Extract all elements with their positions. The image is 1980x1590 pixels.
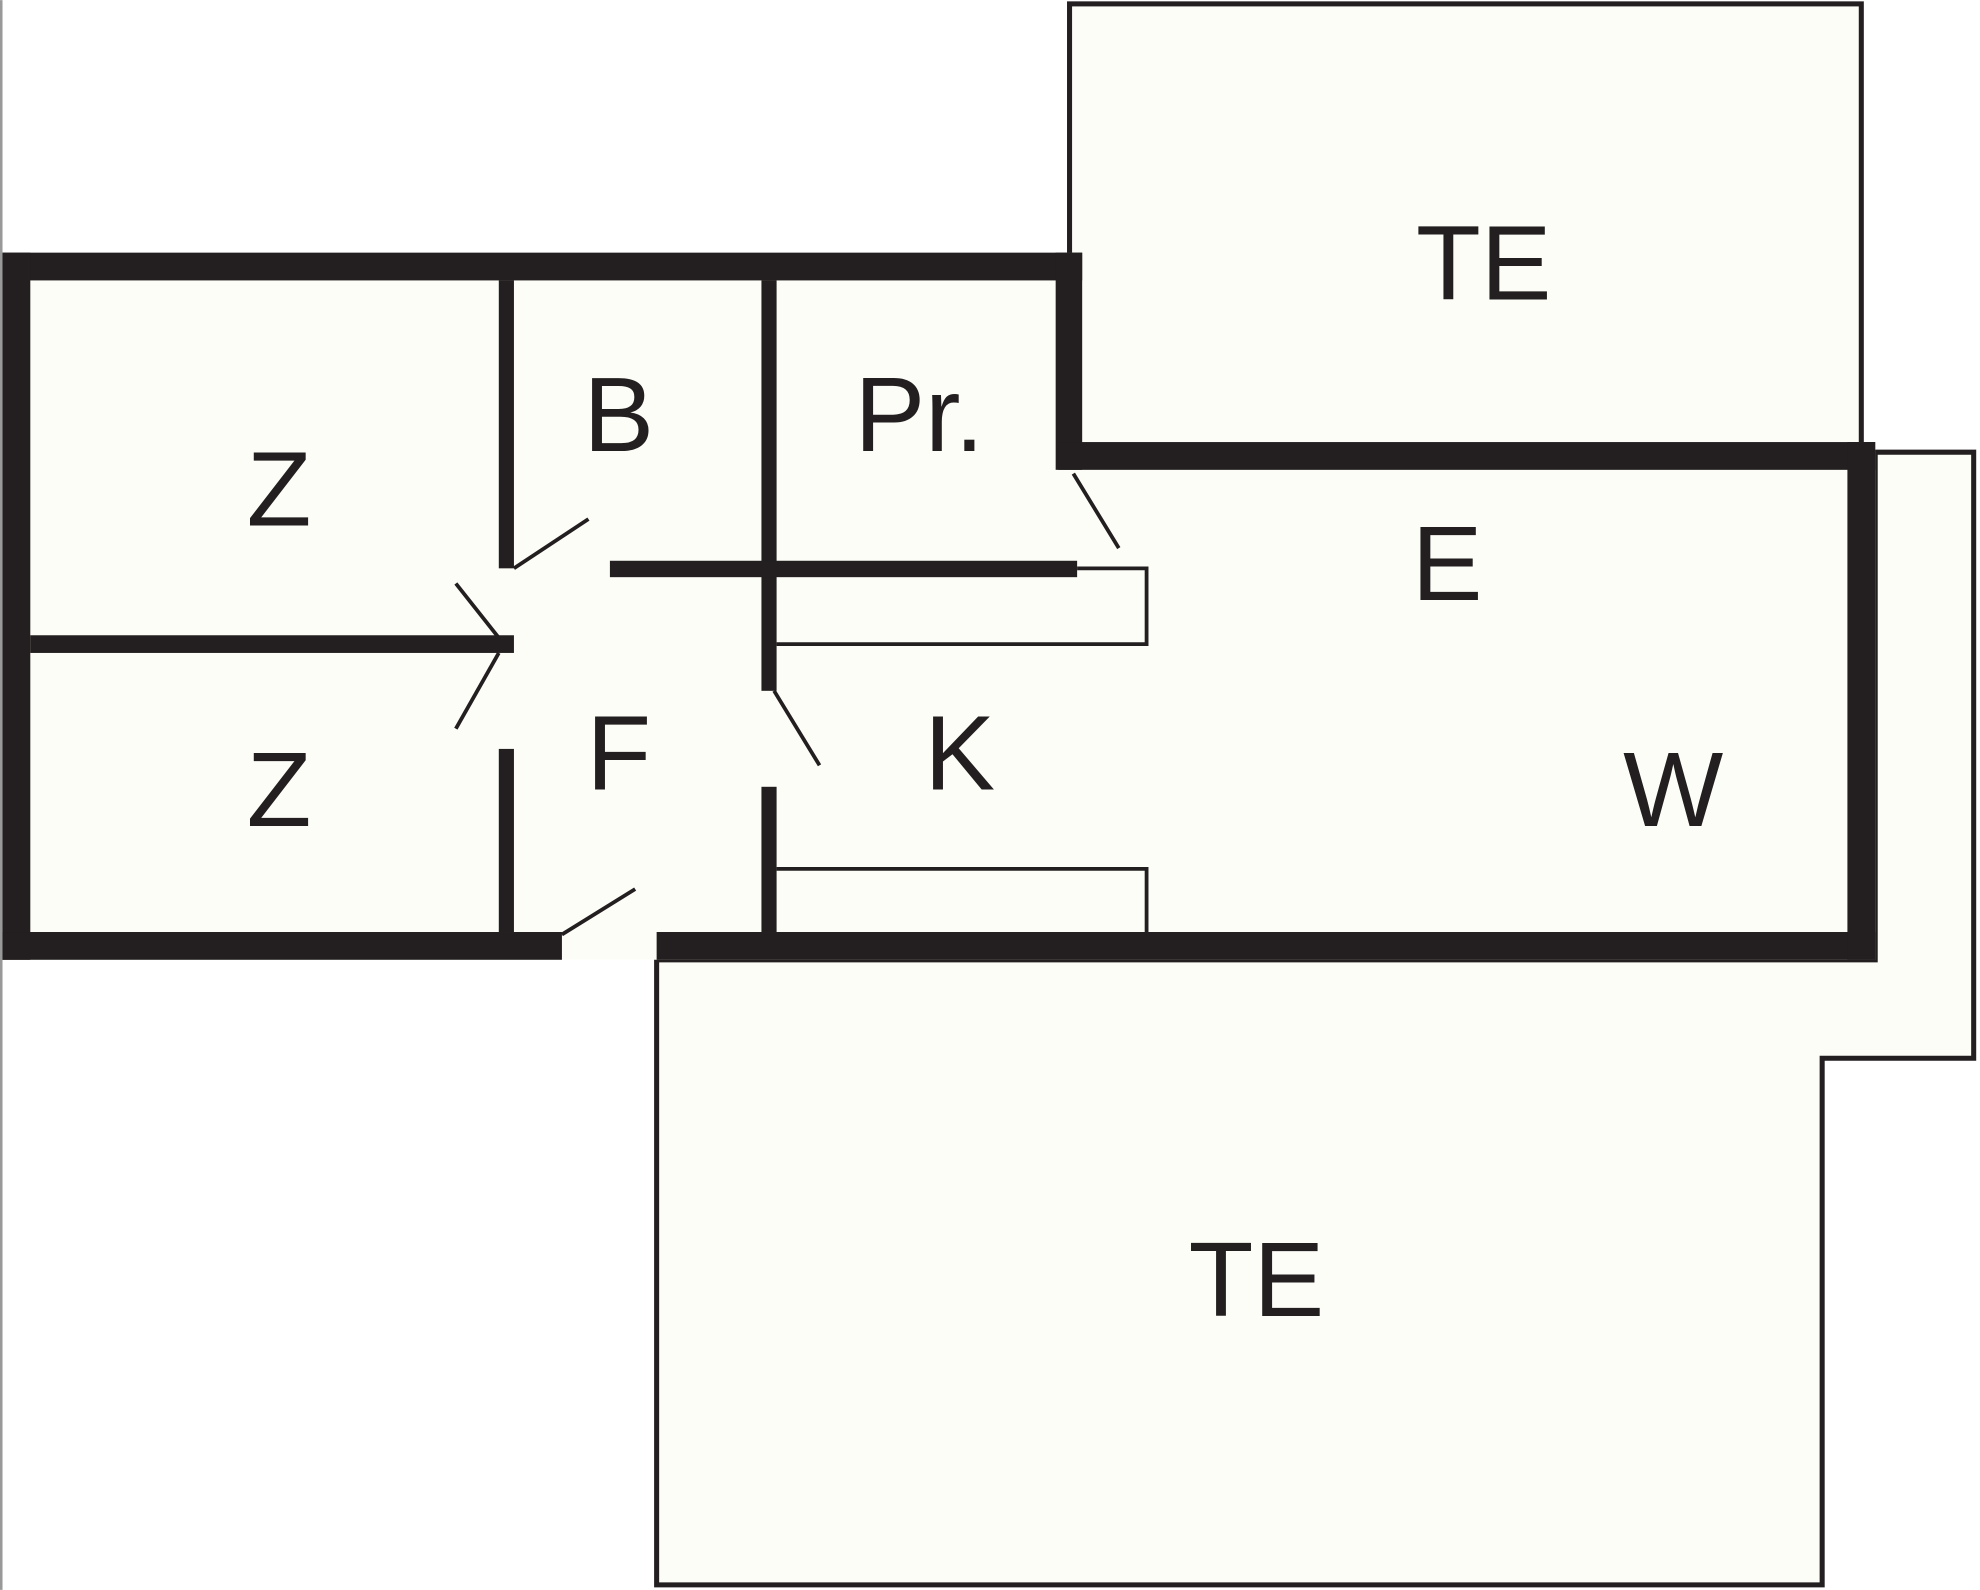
label-terrace-top: TE <box>1416 205 1552 323</box>
door-swings <box>454 472 1121 937</box>
label-living: W <box>1623 731 1723 849</box>
kitchen-counter-top <box>776 566 1149 646</box>
label-bathroom: B <box>583 356 654 474</box>
label-kitchen: K <box>924 695 995 813</box>
outer-walls <box>2 252 1876 960</box>
label-hall: F <box>586 695 651 813</box>
interior-walls <box>30 280 1078 933</box>
label-room-z-top: Z <box>247 431 312 549</box>
building-floor <box>2 252 1876 960</box>
label-terrace-bottom: TE <box>1189 1221 1325 1339</box>
label-dining: E <box>1412 505 1483 623</box>
label-room-z-bottom: Z <box>247 731 312 849</box>
label-pantry: Pr. <box>854 356 984 474</box>
kitchen-counter-bottom <box>776 866 1149 933</box>
